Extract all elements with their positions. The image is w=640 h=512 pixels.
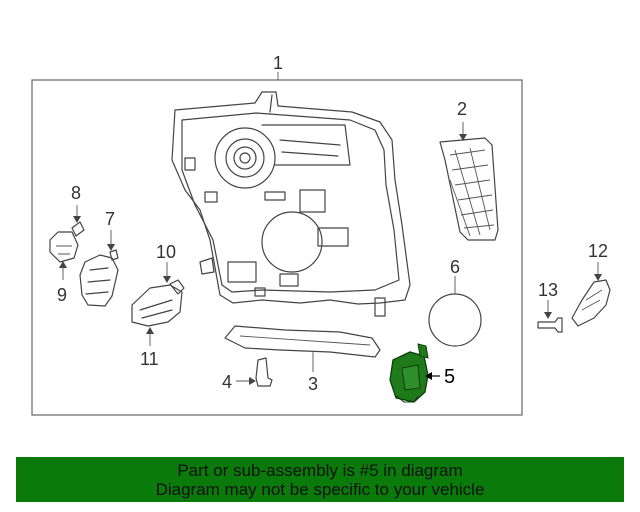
callout-1: 1: [273, 53, 284, 73]
callout-13: 13: [538, 280, 559, 300]
callout-7: 7: [105, 209, 116, 229]
part-7-bulb-socket: [79, 230, 119, 307]
part-9-socket: [49, 231, 79, 280]
banner-line-2: Diagram may not be specific to your vehi…: [155, 479, 485, 499]
part-4-clip: [236, 357, 273, 387]
part-1-headlamp-housing: [171, 91, 411, 317]
callout-12: 12: [588, 241, 609, 261]
callout-3: 3: [308, 374, 319, 394]
callout-4: 4: [222, 372, 233, 392]
part-2-bracket-panel: [439, 122, 499, 241]
info-banner: Part or sub-assembly is #5 in diagram Di…: [16, 457, 624, 502]
callout-2: 2: [457, 99, 468, 119]
part-3-lower-trim: [224, 325, 381, 372]
part-12-side-bracket: [571, 262, 611, 327]
part-10-11-bulb-socket: [131, 262, 185, 346]
callout-10: 10: [156, 242, 177, 262]
part-8-bulb: [71, 205, 85, 237]
assembly-frame: [31, 79, 523, 416]
part-5-highlighted-part: [389, 343, 440, 403]
part-13-pin: [537, 300, 563, 333]
callout-6: 6: [450, 257, 461, 277]
callout-9: 9: [57, 285, 68, 305]
callout-8: 8: [71, 183, 82, 203]
part-6-cap: [428, 276, 482, 347]
callout-5-highlighted: 5: [444, 366, 456, 388]
callout-11: 11: [140, 349, 159, 369]
banner-line-1: Part or sub-assembly is #5 in diagram: [177, 460, 463, 480]
parts-diagram: [31, 72, 611, 416]
